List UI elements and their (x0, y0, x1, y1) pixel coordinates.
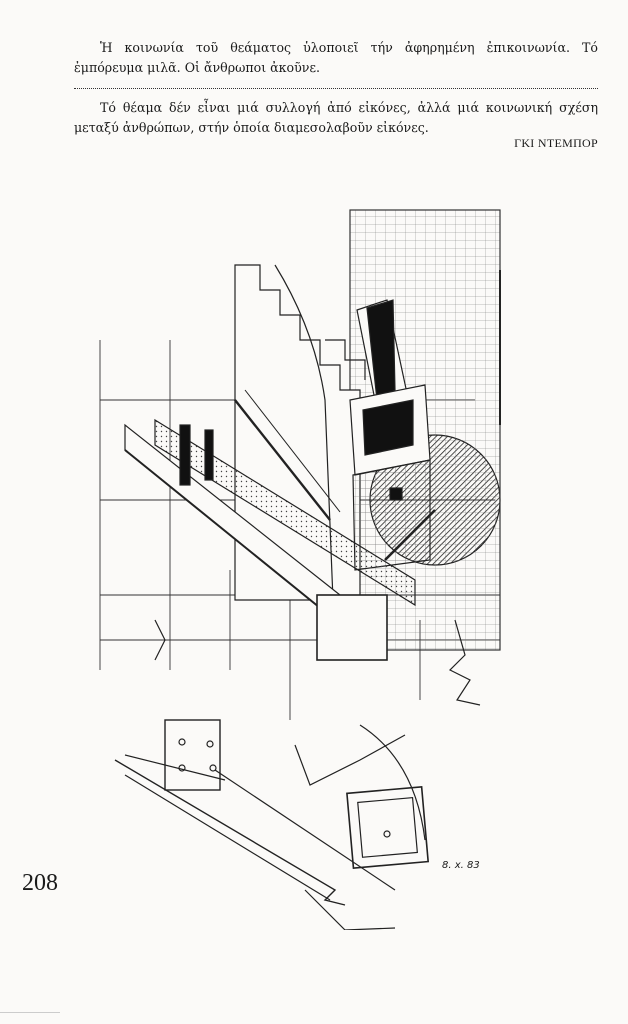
page-edge-rule (0, 1012, 60, 1013)
dotted-divider (74, 88, 598, 89)
quote-first: Ἡ κοινωνία τοῦ θεάματος ὑλοποιεῖ τήν ἀφη… (74, 40, 598, 75)
drawing-signature: 8. x. 83 (442, 860, 480, 871)
architectural-axonometric-drawing (99, 209, 501, 930)
page-number: 208 (22, 870, 58, 896)
quote-second: Τό θέαμα δέν εἶναι μιά συλλογή ἀπό εἰκόν… (74, 100, 598, 135)
quote-author: ΓΚΙ ΝΤΕΜΠΟΡ (514, 136, 598, 150)
